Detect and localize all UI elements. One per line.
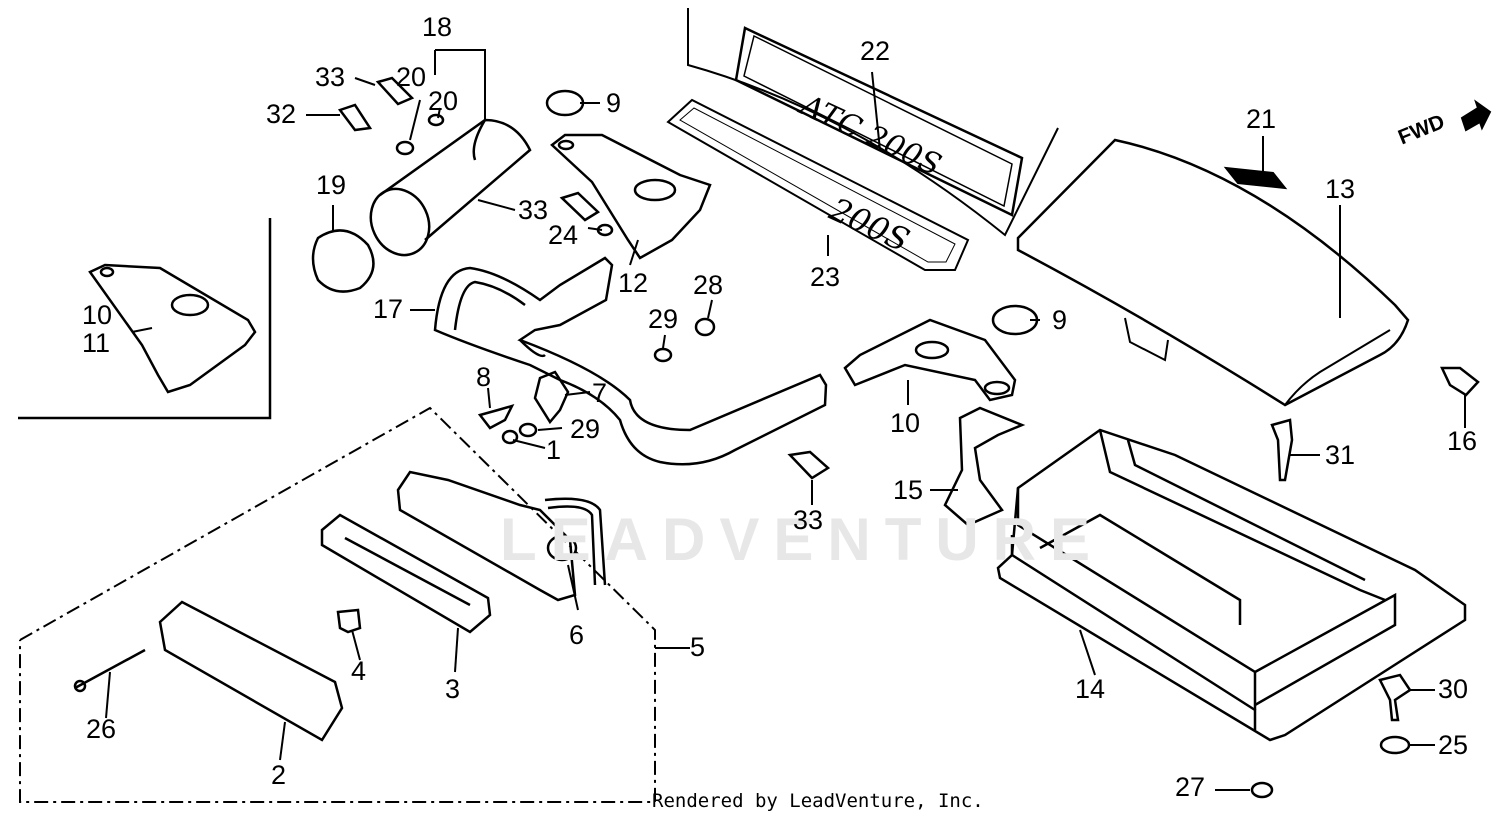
clip-15 [943, 406, 1026, 527]
callout-3: 3 [445, 674, 461, 704]
washer-29b [518, 422, 538, 438]
tray-14 [996, 428, 1467, 742]
callout-10b: 10 [890, 408, 921, 438]
callout-21: 21 [1246, 104, 1277, 134]
callout-32: 32 [266, 99, 297, 129]
callout-20b: 20 [428, 86, 459, 116]
callout-13: 13 [1325, 174, 1356, 204]
bolts [336, 76, 1480, 722]
bracket-7 [533, 370, 570, 425]
bolt-32 [337, 103, 373, 132]
callout-14: 14 [1075, 674, 1106, 704]
inset-frame [18, 218, 272, 420]
bolt-33c [787, 450, 831, 480]
callout-18: 18 [422, 12, 453, 42]
decal-23 [666, 98, 970, 271]
nuts-washers [395, 113, 1411, 799]
callout-33c: 33 [793, 505, 824, 535]
label-21 [1223, 166, 1288, 190]
callout-6: 6 [569, 620, 585, 650]
callout-33b: 33 [518, 195, 549, 225]
callout-23: 23 [810, 262, 841, 292]
fwd-arrow-icon [1460, 99, 1492, 132]
fender-outline [687, 8, 1059, 237]
callout-22: 22 [860, 36, 891, 66]
screw-4 [336, 608, 362, 634]
callout-29b: 29 [570, 414, 601, 444]
housing-6 [396, 470, 577, 602]
nut-20a [395, 140, 415, 156]
nut-27 [1250, 781, 1274, 799]
callout-10a: 10 [82, 300, 113, 330]
tube-18 [369, 118, 532, 257]
gasket-3 [320, 513, 492, 634]
callout-17: 17 [373, 294, 404, 324]
callout-5: 5 [690, 632, 706, 662]
bolt-31 [1270, 418, 1294, 482]
callout-15: 15 [893, 475, 924, 505]
callout-9a: 9 [606, 88, 622, 118]
nut-28 [694, 317, 716, 337]
callout-20a: 20 [396, 62, 427, 92]
leader-lines [105, 49, 1466, 791]
bracket-10 [843, 318, 1017, 402]
callout-8: 8 [476, 362, 492, 392]
bolt-8 [477, 404, 515, 430]
grommet-25 [1379, 735, 1411, 755]
pin-16 [1440, 366, 1480, 397]
callout-29a: 29 [648, 304, 679, 334]
nut-1 [501, 429, 519, 445]
footer-credit: Rendered by LeadVenture, Inc. [652, 790, 984, 812]
callout-27: 27 [1175, 772, 1206, 802]
nut-20b [427, 113, 445, 127]
callout-9b: 9 [1052, 305, 1068, 335]
taillight-parts [73, 470, 607, 742]
grab-bar-17 [433, 256, 828, 466]
callout-19: 19 [316, 170, 347, 200]
taillight-group-frame [19, 406, 656, 803]
callout-11: 11 [82, 328, 111, 358]
callout-4: 4 [351, 656, 367, 686]
bolt-33b [559, 191, 601, 222]
bracket-10-11 [88, 263, 257, 394]
bracket-12 [550, 133, 712, 260]
callout-30: 30 [1438, 674, 1469, 704]
plug-9-top [545, 89, 585, 117]
callout-1: 1 [546, 435, 562, 465]
callout-12: 12 [618, 268, 649, 298]
callout-24: 24 [548, 220, 579, 250]
callout-33a: 33 [315, 62, 346, 92]
callout-7: 7 [592, 378, 608, 408]
washer-29a [653, 347, 673, 363]
callout-2: 2 [271, 760, 287, 790]
callout-26: 26 [86, 714, 117, 744]
callout-25: 25 [1438, 730, 1469, 760]
decal-22 [734, 26, 1024, 217]
cap-19 [311, 229, 375, 293]
callout-16: 16 [1447, 426, 1478, 456]
bolt-30 [1378, 673, 1412, 722]
rod-26 [74, 648, 146, 690]
callout-31: 31 [1325, 440, 1356, 470]
lens-2 [158, 600, 344, 742]
bolt-33a [375, 76, 415, 106]
watermark: LEADVENTURE [500, 506, 1105, 573]
seat-13 [1016, 138, 1410, 407]
callout-28: 28 [693, 270, 724, 300]
